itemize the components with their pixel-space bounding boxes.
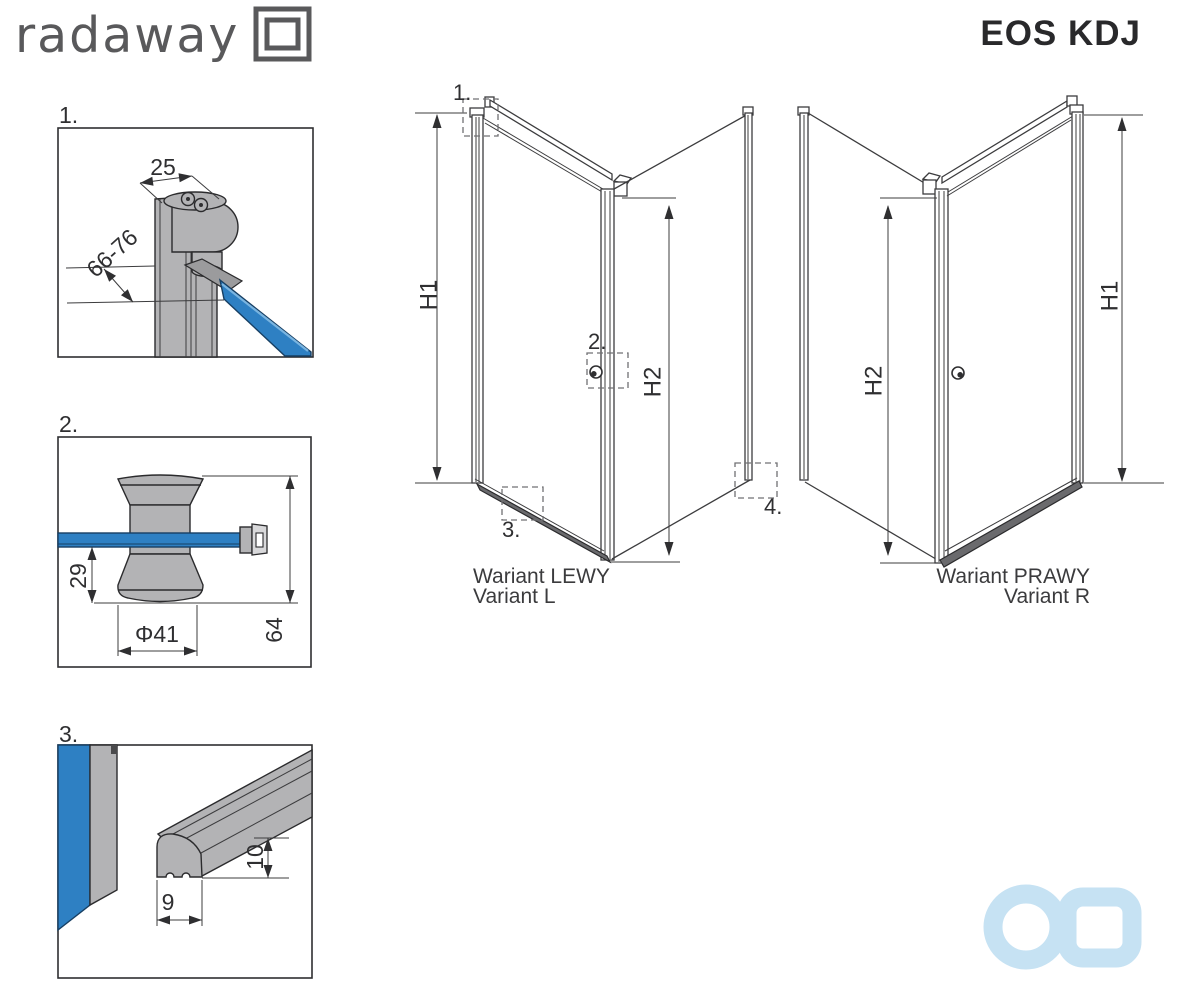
door-threshold xyxy=(939,480,1083,568)
dimension-25: 25 xyxy=(139,154,220,204)
detail-3-label: 3. xyxy=(59,721,78,747)
dim-64-label: 64 xyxy=(261,617,287,643)
product-title: EOS KDJ xyxy=(980,14,1141,53)
dim-h2-label: H2 xyxy=(861,366,888,397)
brand-name: radaway xyxy=(15,6,240,64)
callout-2: 2. xyxy=(586,329,629,389)
enclosure-outline xyxy=(797,95,1084,568)
dimension-h2: H2 xyxy=(609,197,680,563)
callout-4: 4. xyxy=(734,462,782,519)
dim-41-label: Φ41 xyxy=(135,621,179,647)
detail-2-frame xyxy=(57,436,312,668)
enclosure-outline xyxy=(469,96,754,564)
corner-post xyxy=(600,188,615,561)
glass-end-cap xyxy=(239,526,253,554)
brand-logo: radaway xyxy=(15,6,315,64)
variant-right-drawing: H2 H1 Wariant PRAWY Variant R xyxy=(797,95,1164,608)
dimension-diameter-41: Φ41 xyxy=(117,605,198,656)
variant-left-caption-en: Variant L xyxy=(473,585,556,608)
dimension-9: 9 xyxy=(156,880,203,926)
dim-10-label: 10 xyxy=(242,844,268,870)
detail-2-label: 2. xyxy=(59,411,78,437)
corner-bracket xyxy=(922,179,937,195)
callout-3-label: 3. xyxy=(502,517,520,542)
door-threshold xyxy=(475,482,612,564)
top-support-bar xyxy=(489,98,613,182)
dimension-h1: H1 xyxy=(415,112,472,484)
dimension-64: 64 xyxy=(261,476,295,643)
detail-1-label: 1. xyxy=(59,102,78,128)
dimension-29: 29 xyxy=(65,547,97,603)
wall-profile-drawing xyxy=(154,191,312,358)
top-support-bar xyxy=(941,99,1068,185)
side-panel-top-edge xyxy=(807,112,937,191)
side-panel-bottom-edge xyxy=(804,481,942,563)
threshold-cross-section xyxy=(156,833,203,878)
variant-left-drawing: H1 H2 1. 2. xyxy=(415,80,782,608)
glass-panel-section xyxy=(57,523,268,556)
dimension-h1: H1 xyxy=(1084,114,1164,484)
side-panel-bottom-edge xyxy=(611,479,751,560)
glass-clamp xyxy=(183,258,244,292)
dimension-h2: H2 xyxy=(861,197,942,564)
dim-h1-label: H1 xyxy=(1097,281,1124,312)
callout-1-label: 1. xyxy=(453,80,471,105)
variant-right-caption-en: Variant R xyxy=(1004,585,1090,608)
variant-left-caption-pl: Wariant LEWY xyxy=(473,565,610,588)
detail-panel-3-threshold: 3. 10 9 xyxy=(57,721,313,979)
corner-bracket xyxy=(613,181,628,197)
callout-3: 3. xyxy=(501,486,544,542)
side-panel-top-edge xyxy=(613,112,751,190)
detail-panel-1-wall-profile: 1. 25 66-76 xyxy=(57,102,314,358)
brand-square-icon xyxy=(253,6,312,62)
corner-post xyxy=(934,188,949,564)
dim-h1-label: H1 xyxy=(416,280,443,311)
dim-h2-label: H2 xyxy=(640,367,667,398)
callout-2-label: 2. xyxy=(588,329,606,354)
glass-panel xyxy=(57,744,118,932)
door-wall-profile xyxy=(1071,111,1084,484)
dimension-10: 10 xyxy=(202,837,289,879)
threshold-profile-drawing xyxy=(156,748,313,878)
variant-right-caption-pl: Wariant PRAWY xyxy=(936,565,1090,588)
dim-29-label: 29 xyxy=(65,563,91,589)
callout-4-label: 4. xyxy=(764,494,782,519)
dim-25-label: 25 xyxy=(150,154,176,180)
callout-1: 1. xyxy=(453,80,499,137)
dim-9-label: 9 xyxy=(162,889,175,915)
watermark-infinity-icon xyxy=(983,884,1142,970)
detail-panel-2-knob: 2. 29 Φ41 64 xyxy=(57,411,312,668)
